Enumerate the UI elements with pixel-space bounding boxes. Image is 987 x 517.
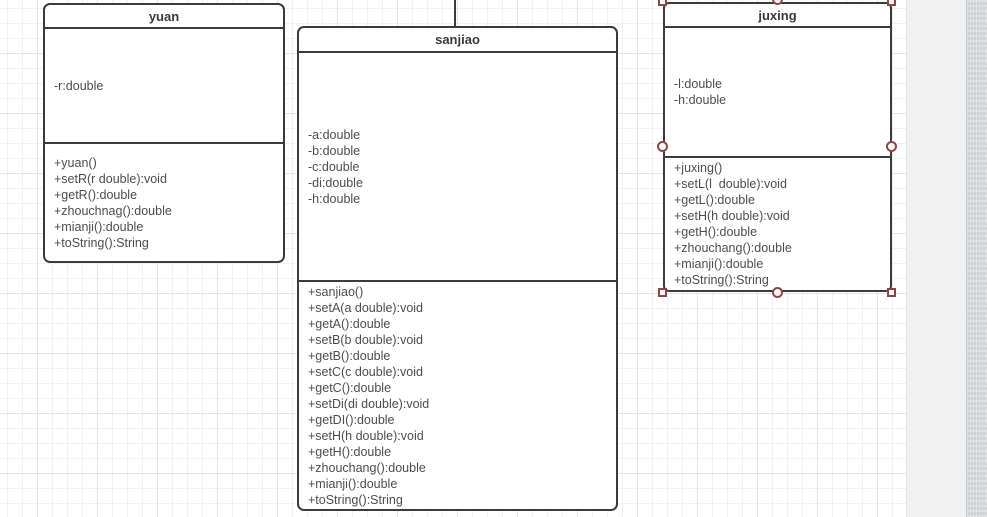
method-line: +getB():double <box>308 348 391 363</box>
method-line: +toString():String <box>54 235 149 250</box>
method-line: +getH():double <box>308 444 392 459</box>
method-line: +mianji():double <box>54 219 144 234</box>
method-line: +toString():String <box>308 492 403 507</box>
attribute-line: -h:double <box>674 93 727 107</box>
selection-handle-bottom-left[interactable] <box>658 288 667 297</box>
class-box-yuan[interactable]: yuan -r:double +yuan() +setR(r double):v… <box>43 3 285 263</box>
method-line: +toString():String <box>674 273 769 287</box>
selection-handle-bottom-right[interactable] <box>887 288 896 297</box>
method-line: +setB(b double):void <box>308 332 424 347</box>
method-line: +mianji():double <box>308 476 398 491</box>
selection-handle-middle-left[interactable] <box>657 141 668 152</box>
vertical-scrollbar[interactable] <box>966 0 987 517</box>
attribute-line: -di:double <box>308 175 363 190</box>
class-title: sanjiao <box>299 28 616 53</box>
method-line: +setR(r double):void <box>54 171 167 186</box>
attribute-line: -l:double <box>674 77 722 91</box>
class-box-juxing[interactable]: juxing -l:double -h:double +juxing() +se… <box>663 2 892 292</box>
method-line: +yuan() <box>54 155 97 170</box>
selection-handle-top-right[interactable] <box>887 0 896 6</box>
method-line: +zhouchnag():double <box>54 203 172 218</box>
attributes-compartment: -l:double -h:double <box>665 28 890 158</box>
method-line: +mianji():double <box>674 257 764 271</box>
method-line: +getR():double <box>54 187 138 202</box>
attribute-line: -r:double <box>54 78 104 93</box>
attribute-line: -c:double <box>308 159 360 174</box>
method-line: +sanjiao() <box>308 284 364 299</box>
method-line: +getDI():double <box>308 412 395 427</box>
attribute-line: -a:double <box>308 127 361 142</box>
canvas-right-margin <box>907 0 966 517</box>
class-title: yuan <box>45 5 283 29</box>
method-line: +juxing() <box>674 161 723 175</box>
method-line: +setC(c double):void <box>308 364 423 379</box>
method-line: +zhouchang():double <box>308 460 426 475</box>
methods-compartment: +sanjiao() +setA(a double):void +getA():… <box>299 282 616 509</box>
method-line: +getH():double <box>674 225 758 239</box>
method-line: +setDi(di double):void <box>308 396 430 411</box>
attributes-compartment: -r:double <box>45 29 283 144</box>
selection-handle-middle-right[interactable] <box>886 141 897 152</box>
diagram-canvas[interactable]: yuan -r:double +yuan() +setR(r double):v… <box>0 0 907 517</box>
attributes-compartment: -a:double -b:double -c:double -di:double… <box>299 53 616 282</box>
class-title: juxing <box>665 4 890 28</box>
selection-handle-top-center[interactable] <box>772 0 783 5</box>
method-line: +setA(a double):void <box>308 300 424 315</box>
selection-handle-bottom-center[interactable] <box>772 287 783 298</box>
method-line: +getL():double <box>674 193 755 207</box>
selection-handle-top-left[interactable] <box>658 0 667 6</box>
methods-compartment: +yuan() +setR(r double):void +getR():dou… <box>45 144 283 261</box>
method-line: +setH(h double):void <box>674 209 790 223</box>
method-line: +getA():double <box>308 316 391 331</box>
inheritance-connector-line[interactable] <box>454 0 456 27</box>
methods-compartment: +juxing() +setL(l double):void +getL():d… <box>665 158 890 290</box>
method-line: +zhouchang():double <box>674 241 792 255</box>
attribute-line: -b:double <box>308 143 361 158</box>
attribute-line: -h:double <box>308 191 361 206</box>
method-line: +getC():double <box>308 380 392 395</box>
method-line: +setH(h double):void <box>308 428 424 443</box>
method-line: +setL(l double):void <box>674 177 787 191</box>
class-box-sanjiao[interactable]: sanjiao -a:double -b:double -c:double -d… <box>297 26 618 511</box>
